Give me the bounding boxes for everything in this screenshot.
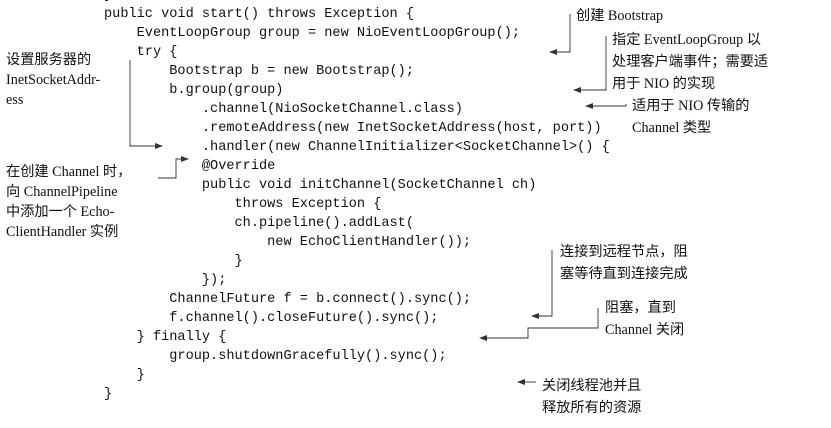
annotation-line: 处理客户端事件；需要适 xyxy=(612,54,769,70)
annotation-line: 连接到远程节点，阻 xyxy=(560,244,688,260)
annotation-line: 指定 EventLoopGroup 以 xyxy=(612,32,761,48)
annotation-line: 在创建 Channel 时， xyxy=(6,164,132,180)
arrowhead-block-close xyxy=(479,335,487,341)
annotation-line: 关闭线程池并且 xyxy=(542,378,642,394)
code-line-21: } xyxy=(104,387,113,402)
arrowhead-shutdown xyxy=(517,379,525,385)
annotation-line: 向 ChannelPipeline xyxy=(6,184,118,200)
leader-create-bootstrap xyxy=(556,14,571,53)
annotation-line: 适用于 NIO 传输的 xyxy=(632,98,750,114)
annotation-line: InetSocketAddr- xyxy=(6,72,101,88)
annotation-line: 用于 NIO 的实现 xyxy=(612,76,716,92)
code-line-20: } xyxy=(104,368,145,383)
code-line-13: new EchoClientHandler()); xyxy=(104,235,472,250)
code-line-12: ch.pipeline().addLast( xyxy=(104,216,414,231)
arrowhead-nio-channel xyxy=(585,103,593,109)
annotation-line: ess xyxy=(6,92,24,108)
annotation-line: Channel 关闭 xyxy=(605,322,685,338)
code-line-16: ChannelFuture f = b.connect().sync(); xyxy=(104,292,472,307)
leader-connect xyxy=(538,250,553,317)
code-line-1: public void start() throws Exception { xyxy=(104,7,414,22)
leader-event-loop-group xyxy=(580,36,607,91)
code-line-8: .handler(new ChannelInitializer<SocketCh… xyxy=(104,140,610,155)
code-line-2: EventLoopGroup group = new NioEventLoopG… xyxy=(104,26,521,41)
code-line-15: }); xyxy=(104,273,227,288)
code-line-6: .channel(NioSocketChannel.class) xyxy=(104,102,463,117)
annotation-line: 设置服务器的 xyxy=(6,52,92,68)
code-line-4: Bootstrap b = new Bootstrap(); xyxy=(104,64,414,79)
annotation-line: Channel 类型 xyxy=(632,120,712,136)
leader-nio-channel xyxy=(592,104,627,107)
code-line-7: .remoteAddress(new InetSocketAddress(hos… xyxy=(104,121,602,136)
annotation-line: 释放所有的资源 xyxy=(542,400,642,416)
annotation-line: 中添加一个 Echo- xyxy=(6,204,115,220)
arrowhead-connect xyxy=(531,313,539,319)
code-line-10: public void initChannel(SocketChannel ch… xyxy=(104,178,537,193)
annotation-line: 阻塞，直到 xyxy=(605,300,676,316)
code-line-11: throws Exception { xyxy=(104,197,382,212)
code-line-9: @Override xyxy=(104,159,276,174)
leader-block-close xyxy=(486,308,599,339)
code-line-14: } xyxy=(104,254,243,269)
code-line-0: } xyxy=(104,0,112,5)
code-line-18: } finally { xyxy=(104,330,227,345)
code-line-19: group.shutdownGracefully().sync(); xyxy=(104,349,447,364)
code-line-5: b.group(group) xyxy=(104,83,284,98)
annotation-line: 塞等待直到连接完成 xyxy=(560,266,688,282)
code-line-3: try { xyxy=(104,45,178,60)
arrowhead-create-bootstrap xyxy=(549,49,557,55)
annotation-line: ClientHandler 实例 xyxy=(6,224,119,240)
arrowhead-event-loop-group xyxy=(573,87,581,93)
code-line-17: f.channel().closeFuture().sync(); xyxy=(104,311,439,326)
annotation-line: 创建 Bootstrap xyxy=(576,8,664,24)
